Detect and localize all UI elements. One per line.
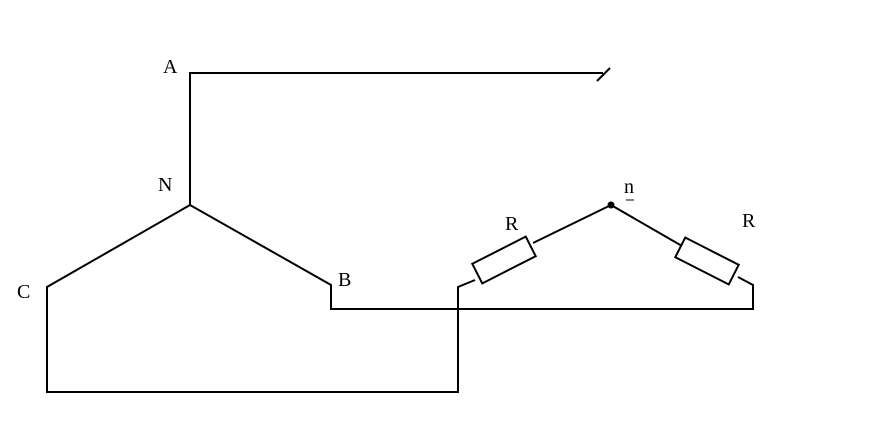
label-r-left: R: [505, 213, 519, 235]
phase-a-wire: [189, 72, 603, 205]
label-a: A: [163, 56, 178, 78]
load-neutral-node: [607, 201, 615, 209]
label-c: C: [17, 281, 30, 303]
load-left-wire: [532, 204, 612, 244]
label-b: B: [338, 269, 351, 291]
label-n-source: N: [158, 174, 172, 196]
load-right-wire: [610, 204, 683, 247]
phase-c-wire: [46, 204, 476, 393]
resistor-right: [673, 236, 741, 286]
phase-b-wire: [189, 204, 754, 310]
resistor-left: [470, 235, 538, 285]
open-terminal-mark: [596, 67, 611, 82]
label-r-right: R: [742, 210, 756, 232]
label-n-load: n: [624, 176, 634, 198]
